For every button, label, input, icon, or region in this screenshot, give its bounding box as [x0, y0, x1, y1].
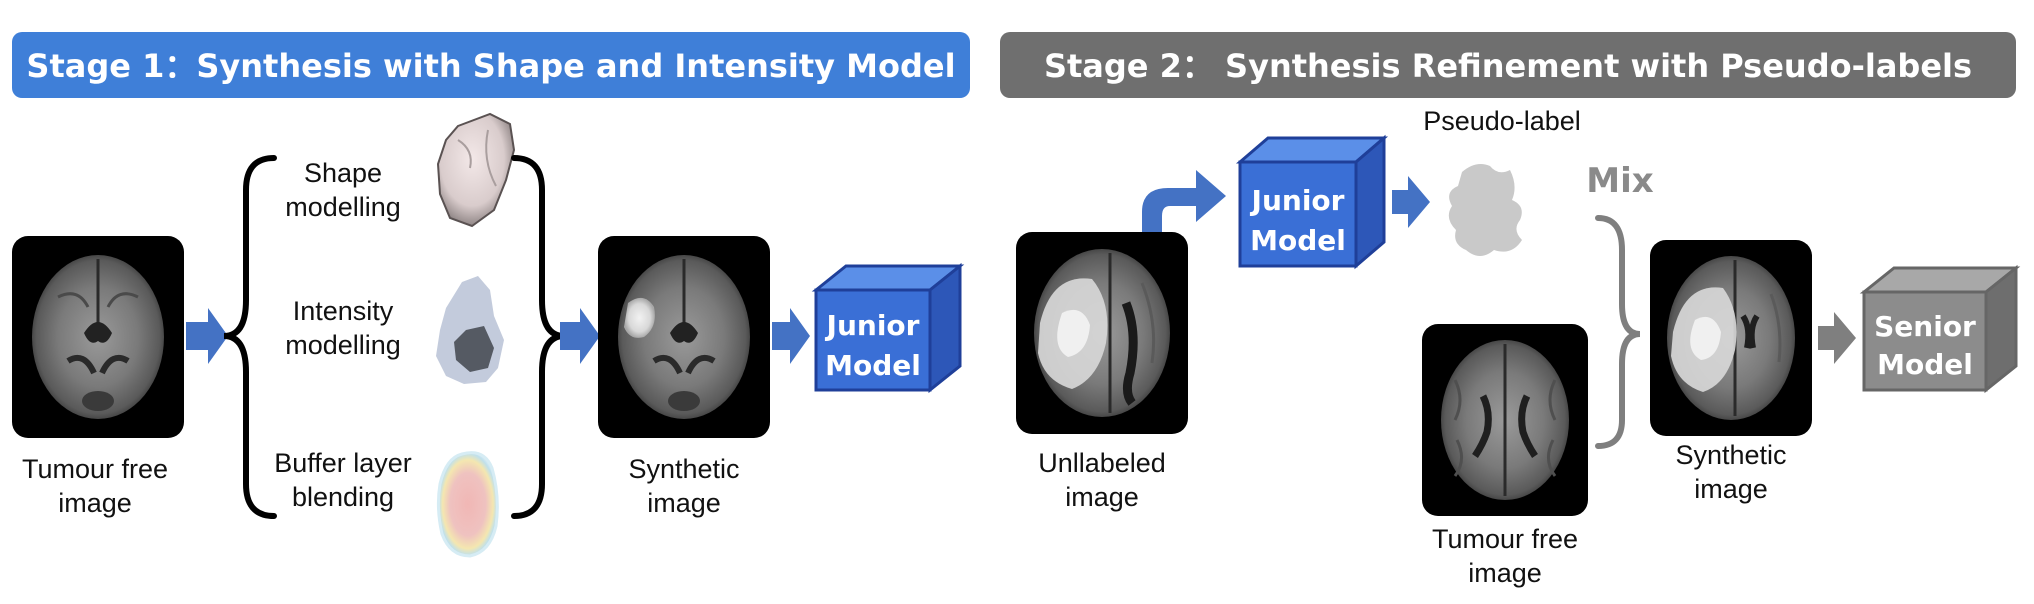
- unlabeled-label-a: Unllabeled: [1038, 448, 1166, 478]
- pseudo-label-text: Pseudo-label: [1423, 106, 1581, 136]
- arrow-blue-4: [1392, 176, 1430, 228]
- intensity-label-b: modelling: [285, 330, 401, 360]
- bent-arrow-blue: [1142, 170, 1226, 232]
- arrow-blue-2: [560, 308, 600, 364]
- junior-model-1-line2: Model: [825, 349, 921, 382]
- synthetic-label-2b: image: [1694, 474, 1768, 504]
- shape-label-b: modelling: [285, 192, 401, 222]
- tumour-free-image-2: [1422, 324, 1588, 516]
- right-brace: [511, 155, 565, 519]
- tumour-free-image-1: [12, 236, 184, 438]
- synthetic-image-1: [598, 236, 770, 438]
- tumour-free-label-2a: Tumour free: [1432, 524, 1578, 554]
- stage1-title: Stage 1：Synthesis with Shape and Intensi…: [26, 47, 955, 85]
- synthetic-label-1a: Synthetic: [628, 454, 739, 484]
- unlabeled-label-b: image: [1065, 482, 1139, 512]
- stage1-banner: Stage 1：Synthesis with Shape and Intensi…: [12, 32, 970, 98]
- tumour-free-label-1b: image: [58, 488, 132, 518]
- stage2-title: Stage 2： Synthesis Refinement with Pseud…: [1044, 47, 1972, 85]
- arrow-gray: [1818, 312, 1856, 364]
- junior-model-2-line2: Model: [1250, 224, 1346, 257]
- junior-model-1-line1: Junior: [825, 309, 920, 342]
- synthetic-label-1b: image: [647, 488, 721, 518]
- shape-model-icon: [436, 112, 516, 228]
- senior-model-cube: Senior Model: [1859, 264, 2021, 394]
- buffer-label-b: blending: [292, 482, 394, 512]
- arrow-blue-3: [772, 308, 810, 364]
- tumour-free-label-2b: image: [1468, 558, 1542, 588]
- stage1-banner-bg: [12, 32, 970, 98]
- unlabeled-image: [1016, 232, 1188, 434]
- left-brace: [223, 155, 277, 519]
- buffer-blend-icon: [436, 451, 499, 558]
- tumour-free-label-1a: Tumour free: [22, 454, 168, 484]
- mix-brace: [1595, 215, 1641, 449]
- synthetic-label-2a: Synthetic: [1675, 440, 1786, 470]
- senior-model-line2: Model: [1877, 348, 1973, 381]
- intensity-model-icon: [436, 276, 504, 384]
- junior-model-2-line1: Junior: [1250, 184, 1345, 217]
- synthetic-image-2: [1650, 240, 1812, 436]
- stage2-banner: Stage 2： Synthesis Refinement with Pseud…: [1000, 32, 2016, 98]
- buffer-label-a: Buffer layer: [274, 448, 412, 478]
- arrow-blue-1: [186, 308, 228, 364]
- stage2-banner-bg: [1000, 32, 2016, 98]
- pseudo-label-mask: [1448, 164, 1522, 256]
- junior-model-cube-2: Junior Model: [1235, 134, 1389, 270]
- shape-model-detail: [457, 129, 497, 187]
- senior-model-line1: Senior: [1874, 310, 1976, 343]
- mix-label: Mix: [1586, 161, 1653, 201]
- shape-label-a: Shape: [304, 158, 382, 188]
- intensity-label-a: Intensity: [293, 296, 394, 326]
- junior-model-cube-1: Junior Model: [811, 262, 965, 394]
